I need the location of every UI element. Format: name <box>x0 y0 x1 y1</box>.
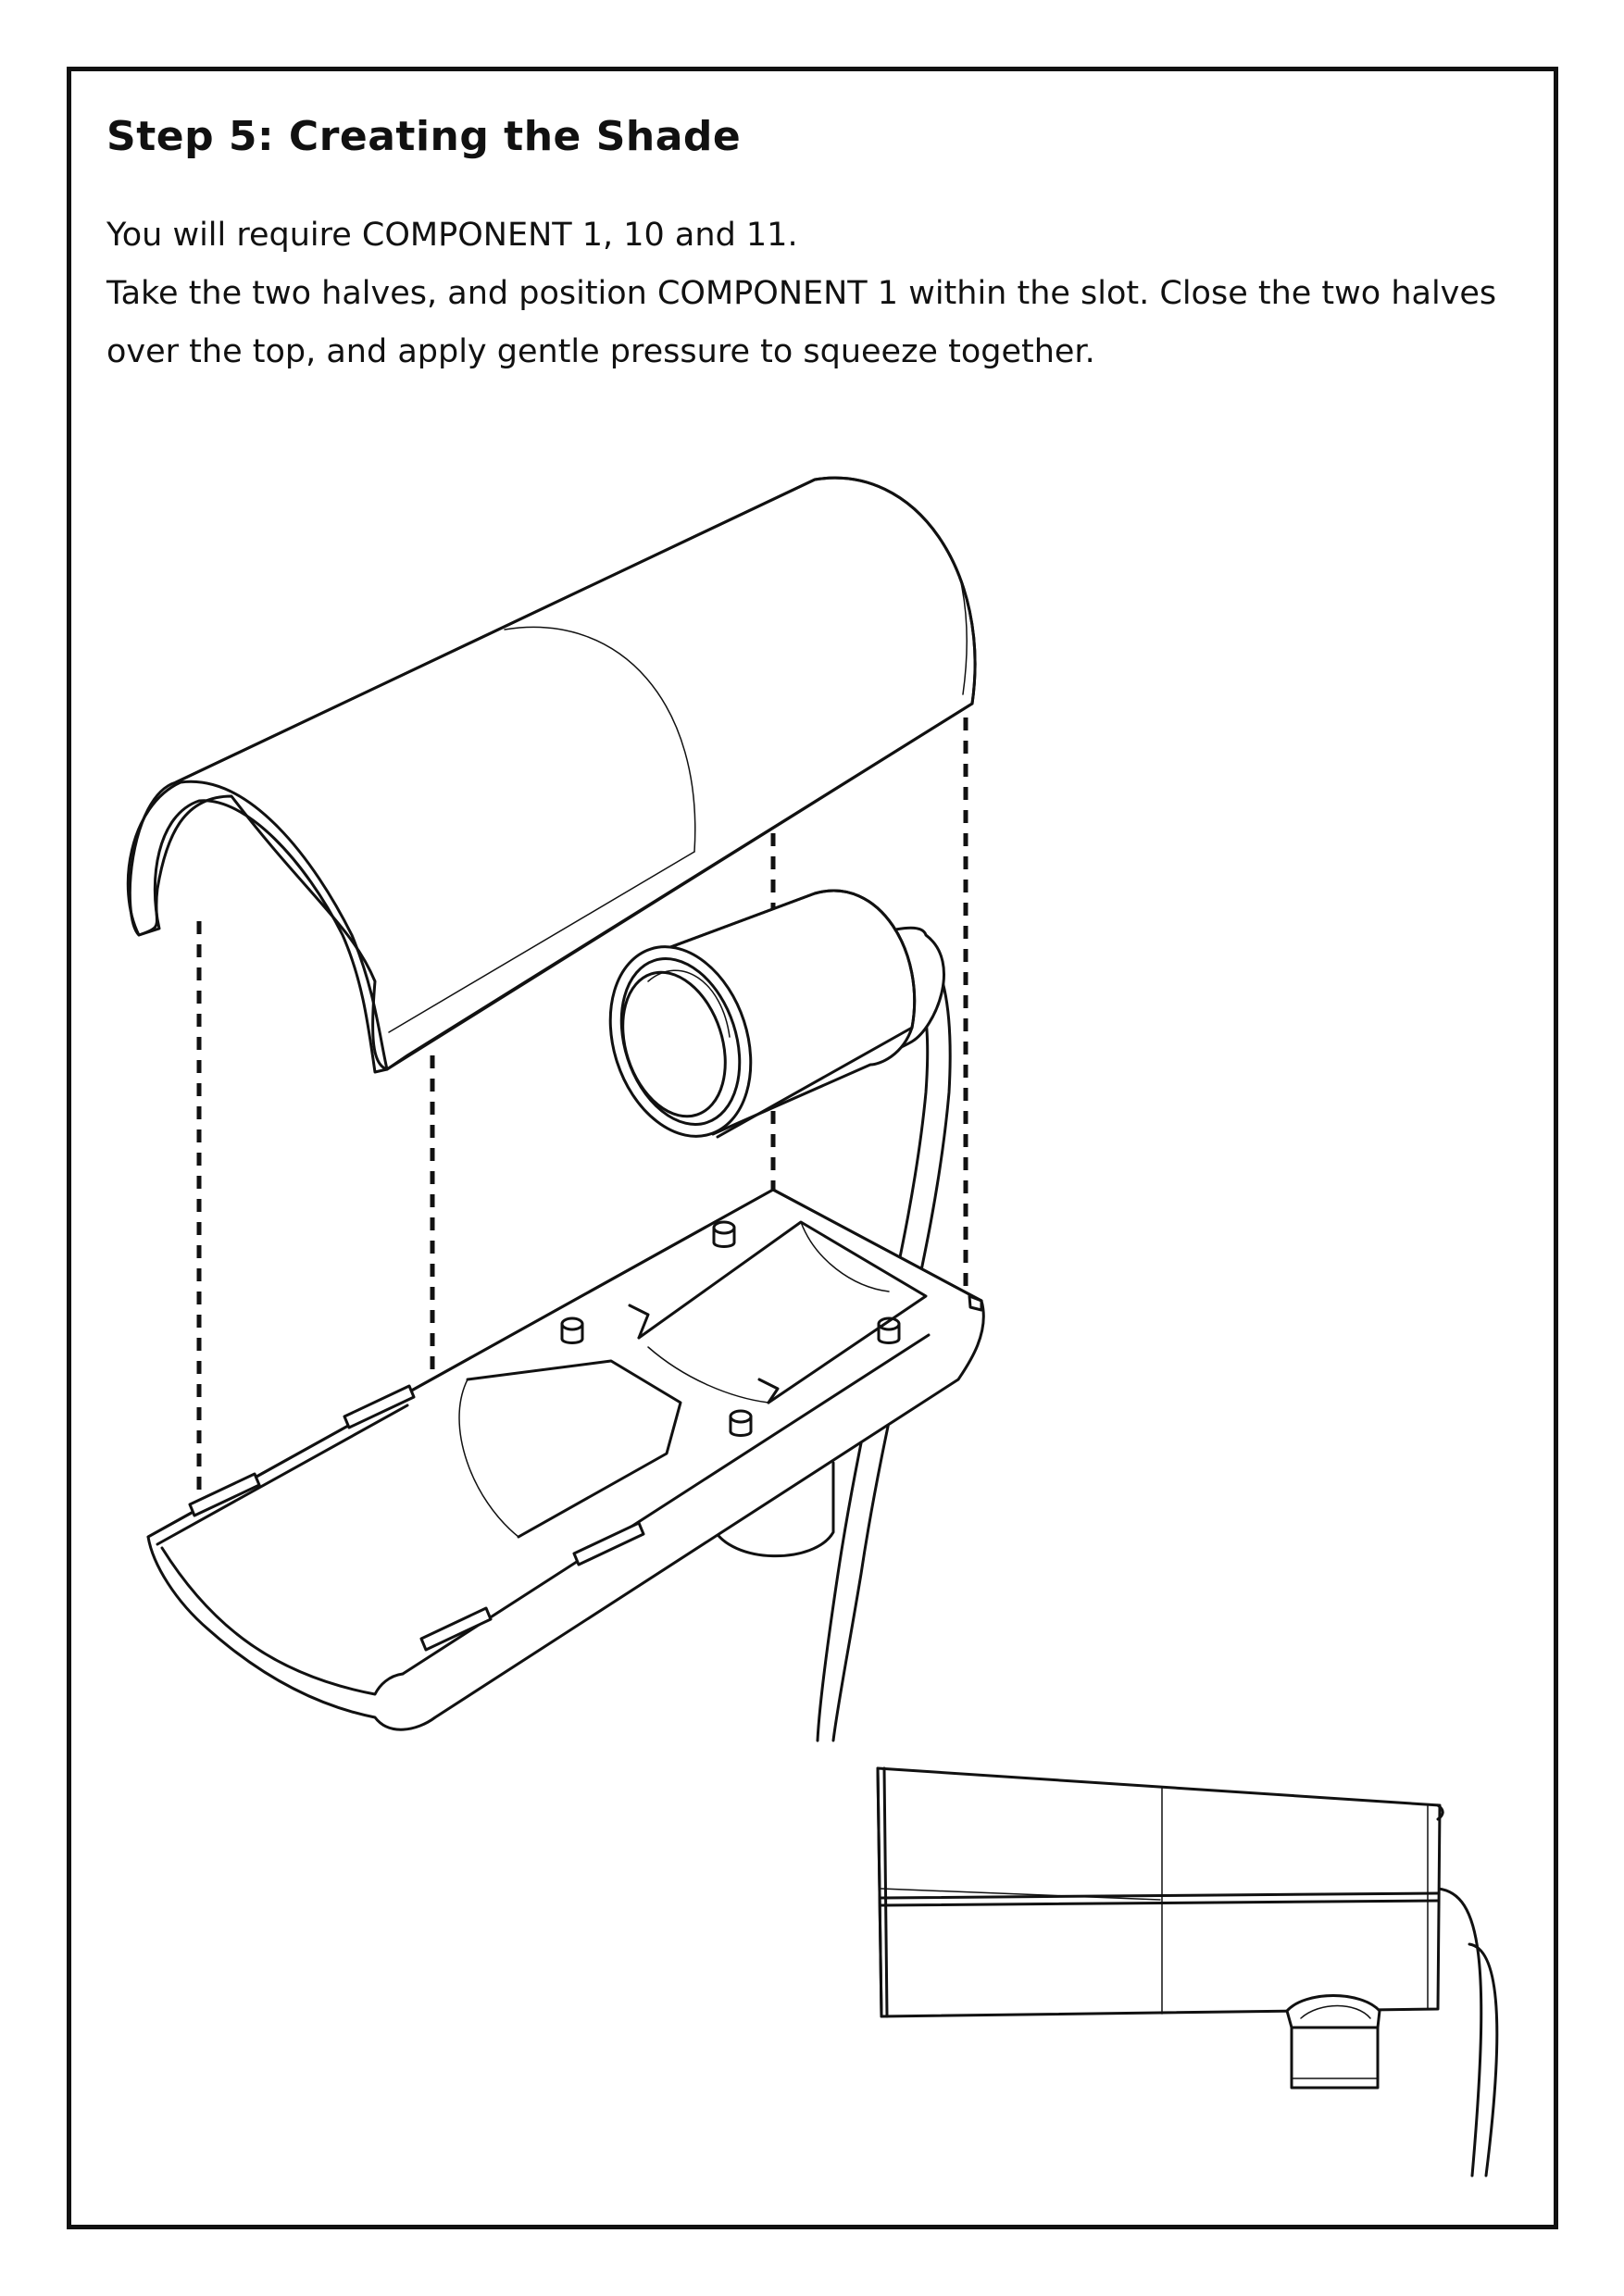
component-1-cylinder <box>608 889 945 1139</box>
instruction-line-3: over the top, and apply gentle pressure … <box>106 333 1095 370</box>
step-title: Step 5: Creating the Shade <box>106 113 742 160</box>
page-border <box>67 67 1558 2229</box>
assembled-shade-view <box>876 1766 1499 2177</box>
instruction-line-2: Take the two halves, and position COMPON… <box>106 275 1497 312</box>
instruction-line-1: You will require COMPONENT 1, 10 and 11. <box>106 217 798 254</box>
upper-shade-half <box>126 476 977 1074</box>
lower-shade-half <box>146 1188 985 1731</box>
